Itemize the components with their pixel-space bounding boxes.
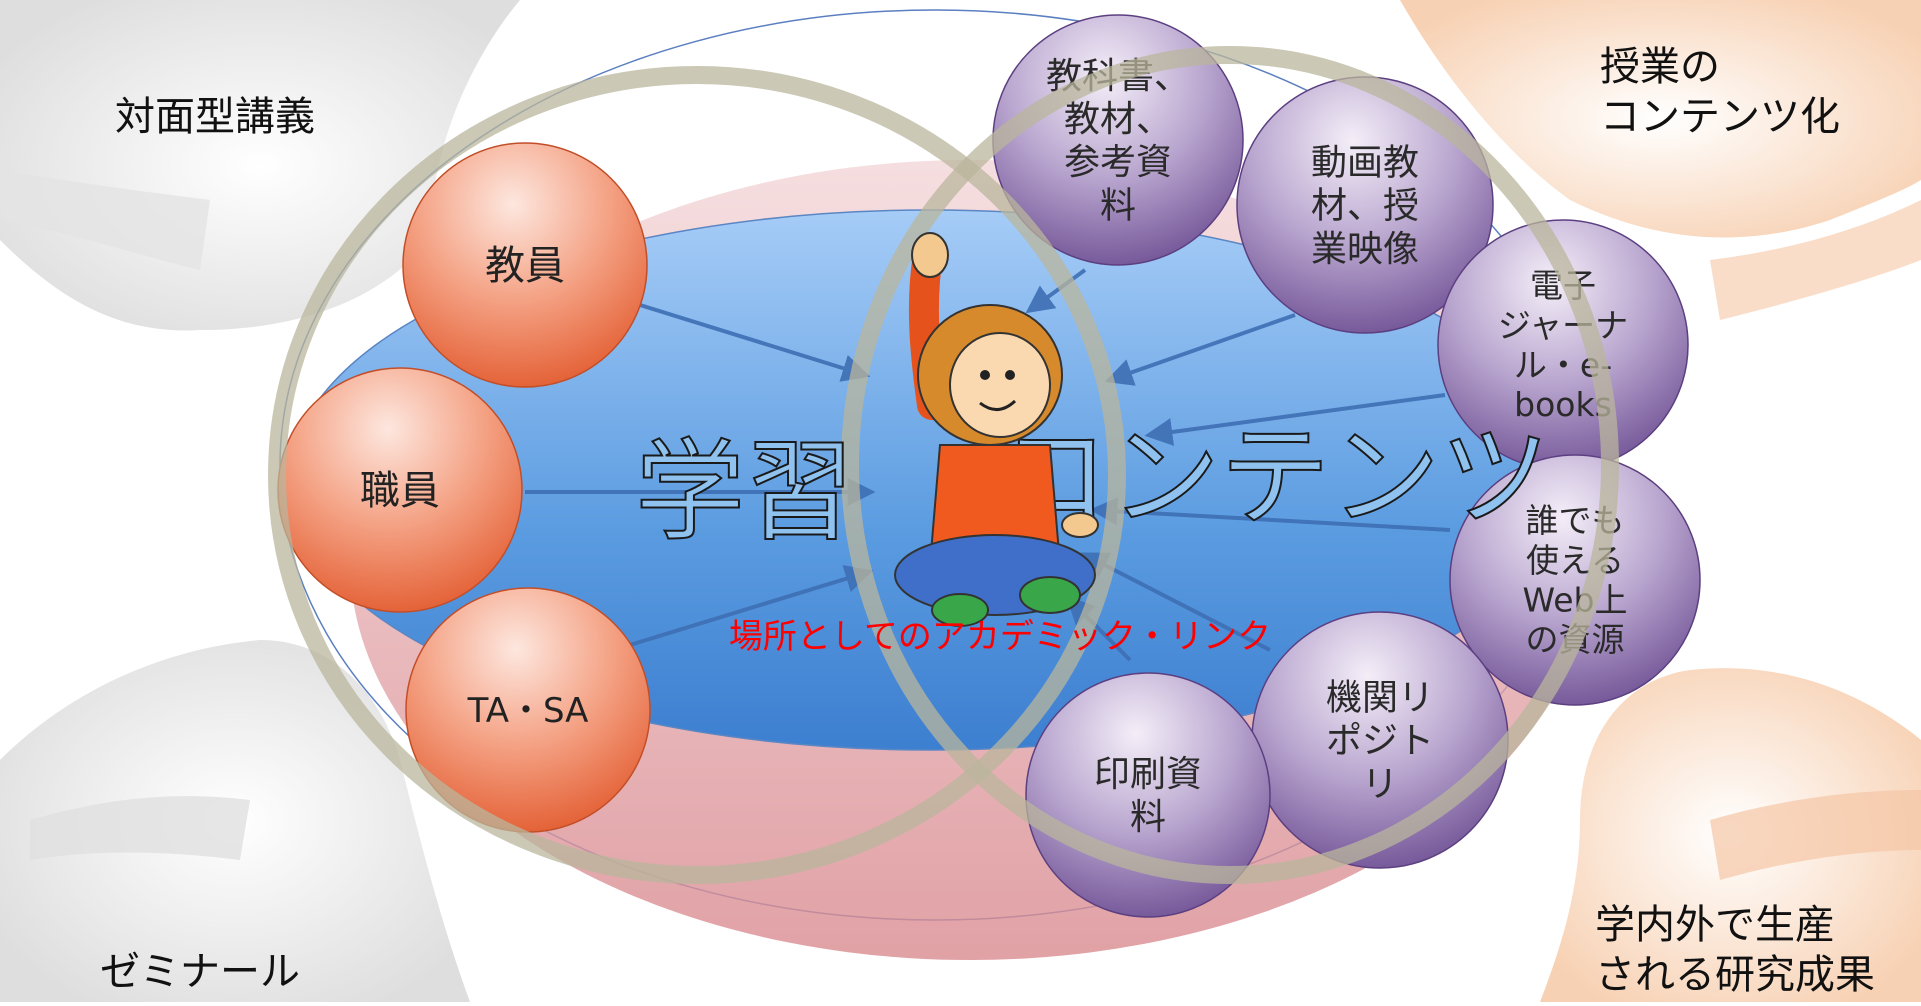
- top-right-orange-fan: [1400, 0, 1921, 238]
- ta-sa-label-line: TA・SA: [467, 691, 589, 731]
- arrow-video: [1104, 313, 1296, 386]
- repository-label: 機関リポジトリ: [1326, 677, 1434, 804]
- repository-node: 機関リポジトリ: [1251, 611, 1509, 869]
- lecture-label: 対面型講義: [115, 94, 315, 140]
- print-node: 印刷資料: [1025, 672, 1271, 918]
- video-label-line: 動画教: [1311, 142, 1419, 183]
- textbook-label-line: 教材、: [1064, 99, 1172, 140]
- research-output-label-line: される研究成果: [1595, 952, 1875, 998]
- video-node: 動画教材、授業映像: [1236, 76, 1494, 334]
- arrow-ta-sa: [629, 565, 874, 647]
- video-label: 動画教材、授業映像: [1311, 142, 1419, 269]
- print-label-line: 印刷資: [1094, 754, 1202, 795]
- top-right-fan-spike: [1710, 200, 1921, 320]
- print-label-line: 料: [1130, 797, 1166, 838]
- video-label-line: 材、授: [1311, 186, 1419, 227]
- textbook-label-line: 料: [1100, 185, 1136, 226]
- textbook-label-line: 参考資: [1064, 142, 1172, 183]
- print-label: 印刷資料: [1094, 754, 1202, 838]
- bottom-left-fan-spike: [30, 796, 250, 860]
- learning-label: 学習: [635, 428, 855, 556]
- repository-label-line: ポジト: [1326, 721, 1434, 762]
- place-label: 場所としてのアカデミック・リンク: [729, 617, 1271, 657]
- textbook-node: 教科書、教材、参考資料: [992, 14, 1244, 266]
- arrow-teacher: [639, 303, 871, 382]
- arrow-print: [1066, 596, 1132, 662]
- people-nodes: 教員 職員 TA・SA: [277, 142, 651, 833]
- class-contents-label-line: 授業の: [1600, 44, 1720, 90]
- teacher-label: 教員: [485, 243, 565, 289]
- arrow-ejournal: [1144, 393, 1446, 446]
- arrows: [525, 268, 1451, 662]
- ejournal-label-line: ジャーナ: [1498, 306, 1628, 345]
- class-contents-label: 授業のコンテンツ化: [1600, 44, 1840, 140]
- class-contents-label-line: コンテンツ化: [1600, 94, 1840, 140]
- arrow-web: [1089, 497, 1451, 532]
- ta-sa-label: TA・SA: [467, 691, 589, 731]
- contents-ring: [841, 46, 1619, 884]
- teacher-node: 教員: [402, 142, 648, 388]
- video-label-line: 業映像: [1311, 229, 1419, 270]
- repository-label-line: リ: [1362, 764, 1398, 805]
- top-left-fan-spike: [0, 170, 210, 270]
- research-output-label: 学内外で生産される研究成果: [1595, 902, 1875, 998]
- staff-label: 職員: [360, 468, 440, 514]
- staff-node: 職員: [277, 367, 523, 613]
- seminar-label: ゼミナール: [100, 949, 300, 995]
- arrow-repository: [1080, 552, 1271, 652]
- teacher-label-line: 教員: [485, 243, 565, 289]
- bottom-right-fan-spike: [1710, 790, 1921, 880]
- ta-sa-node: TA・SA: [405, 587, 651, 833]
- staff-label-line: 職員: [360, 468, 440, 514]
- research-output-label-line: 学内外で生産: [1595, 902, 1835, 948]
- textbook-label: 教科書、教材、参考資料: [1046, 56, 1190, 227]
- student-raising-hand-icon: [894, 232, 1099, 627]
- arrow-textbook: [1025, 268, 1087, 314]
- learning-ring: [268, 66, 1126, 884]
- repository-label-line: 機関リ: [1326, 677, 1434, 718]
